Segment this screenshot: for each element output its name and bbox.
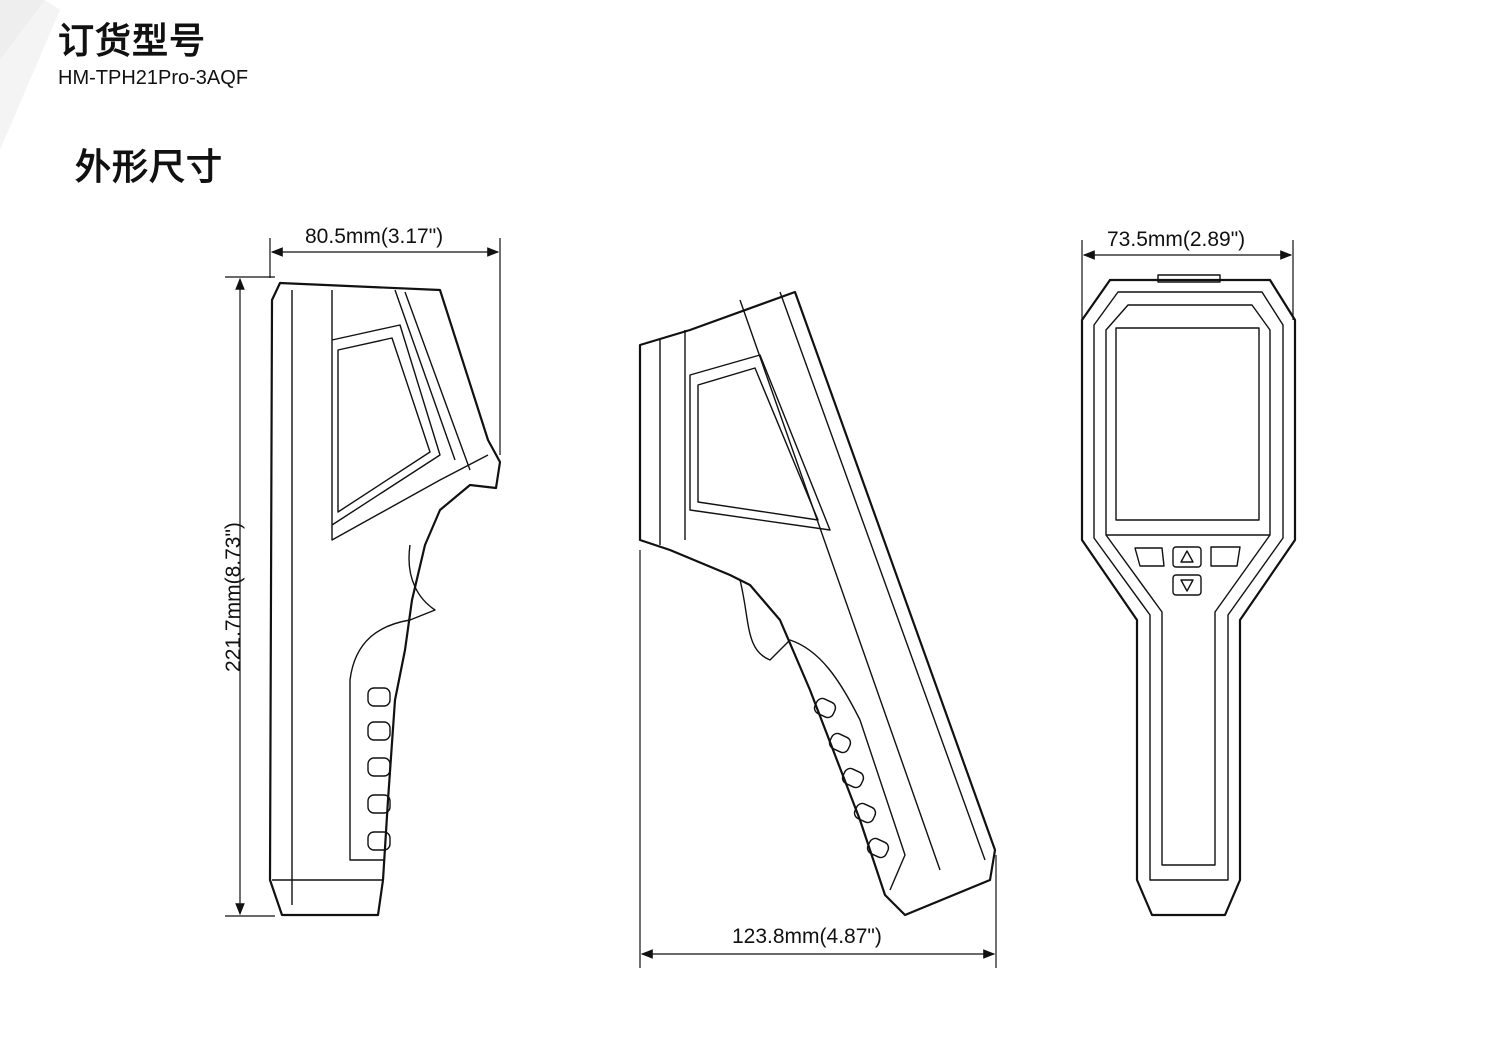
side-view-drawing: [225, 238, 502, 917]
front-view-drawing: [1080, 240, 1297, 917]
screen: [1115, 327, 1260, 521]
down-button: [1172, 574, 1202, 596]
angled-view-depth-label: 123.8mm(4.87"): [732, 925, 882, 948]
side-view-height-label: 221.7mm(8.73"): [222, 522, 245, 672]
dimensions-heading: 外形尺寸: [75, 147, 224, 188]
model-number: HM-TPH21Pro-3AQF: [58, 67, 249, 89]
front-view-width-label: 73.5mm(2.89"): [1107, 228, 1246, 251]
order-model-heading: 订货型号: [58, 21, 207, 62]
side-view-width-label: 80.5mm(3.17"): [305, 225, 444, 248]
angled-view-drawing: [638, 290, 997, 968]
grip-ridges: [367, 687, 391, 851]
angled-grip-ridges: [813, 697, 890, 859]
power-button: [1134, 547, 1165, 567]
back-button: [1210, 546, 1241, 567]
corner-decoration: [0, 0, 60, 150]
up-button: [1172, 546, 1202, 568]
